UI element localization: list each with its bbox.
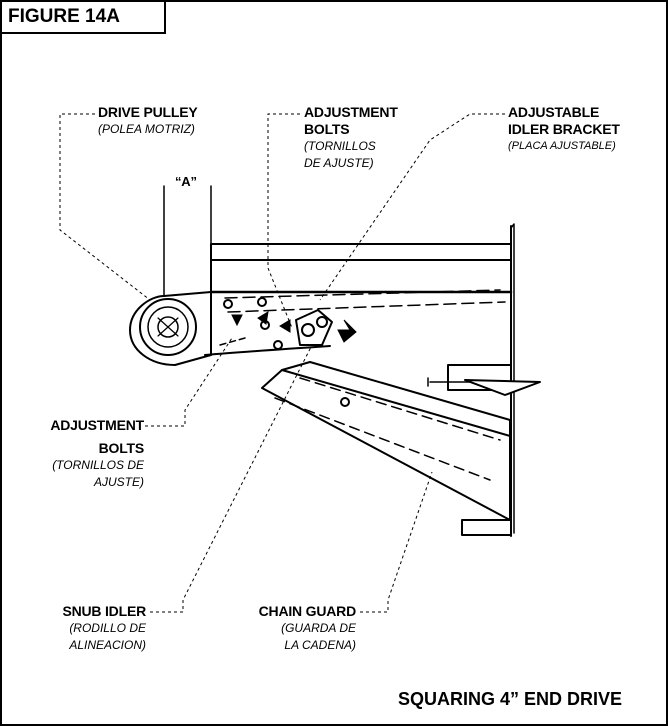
adjustment-bolt (223, 299, 233, 309)
leader-chain-guard (360, 471, 433, 613)
dimension-label: “A” (175, 174, 197, 189)
figure-caption: SQUARING 4” END DRIVE (398, 689, 623, 709)
belt (129, 295, 212, 366)
label-adjustment-bolts-top: ADJUSTMENT BOLTS (TORNILLOS DE AJUSTE) (304, 104, 398, 170)
dimension-a (163, 185, 212, 297)
label-chain-guard: CHAIN GUARD (GUARDA DE LA CADENA) (258, 603, 357, 652)
adjustable-idler-bracket (295, 309, 333, 346)
drive-pulley (139, 298, 197, 356)
label-drive-pulley-en: DRIVE PULLEY (98, 104, 198, 120)
conveyor-frame (210, 243, 512, 356)
label-drive-pulley: DRIVE PULLEY (POLEA MOTRIZ) (98, 104, 198, 138)
leader-snub-idler (150, 344, 313, 613)
direction-arrow (231, 314, 243, 327)
label-adjustable-idler-bracket: ADJUSTABLE IDLER BRACKET (PLACA AJUSTABL… (508, 104, 620, 152)
leader-drive-pulley (59, 113, 151, 301)
label-snub-idler: SNUB IDLER (RODILLO DE ALINEACION) (62, 603, 146, 652)
figure-title: FIGURE 14A (0, 0, 166, 34)
leader-adjustment-bolts-left (145, 337, 233, 427)
label-drive-pulley-es: (POLEA MOTRIZ) (98, 122, 195, 136)
label-adjustment-bolts-left: ADJUSTMENT BOLTS (TORNILLOS DE AJUSTE) (50, 417, 144, 489)
chain-guard (261, 361, 511, 521)
leader-adjustment-bolts-top (267, 113, 300, 329)
